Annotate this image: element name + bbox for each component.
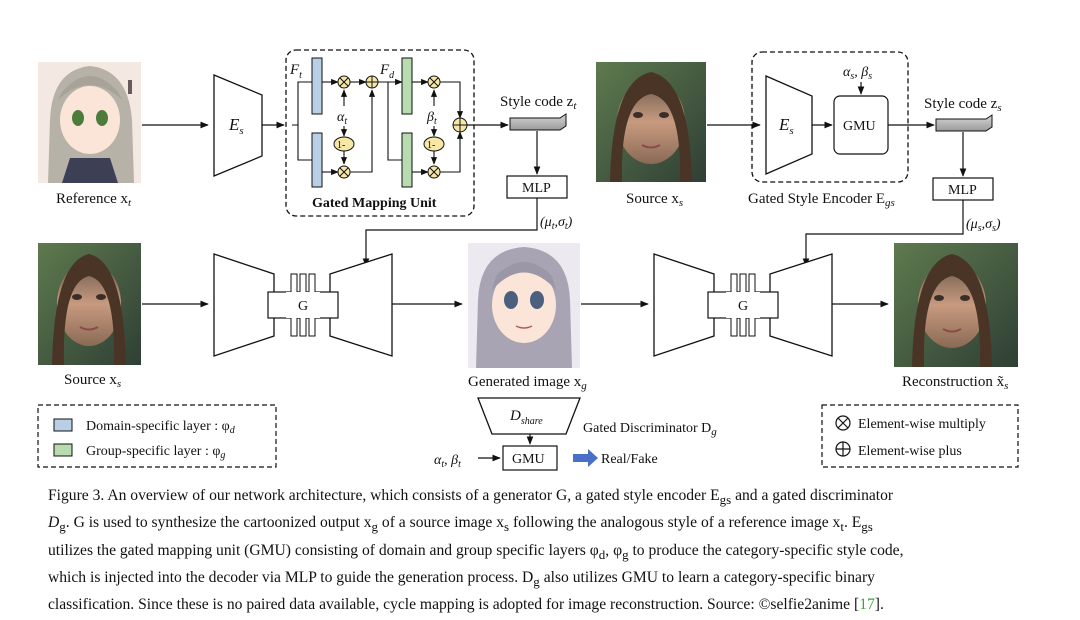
gse-title: Gated Style Encoder Egs: [748, 191, 895, 209]
mlp-s-label: MLP: [948, 183, 977, 198]
style-code-s-label: Style code zs: [924, 96, 1002, 114]
wire-10: [440, 81, 464, 119]
multiply-x-4: [429, 167, 439, 177]
gmu-disc-box: [502, 445, 558, 471]
gmu-title: Gated Mapping Unit: [312, 196, 437, 211]
figure-caption: Figure 3. An overview of our network arc…: [48, 484, 1038, 616]
fd-label: Fd: [379, 62, 395, 81]
generator-g-1: [213, 253, 393, 357]
mlp-t-label: MLP: [522, 181, 551, 196]
gated-mapping-unit-box: [285, 49, 475, 217]
legend-domain-label: Domain-specific layer : φd: [86, 419, 236, 436]
alpha-beta-s-label: αs, βs: [843, 65, 872, 82]
legend-layers-box: [37, 404, 277, 468]
arrow-mlp-to-g2: [802, 200, 964, 267]
source-selfie-top: [596, 62, 706, 182]
domain-layer-top-1: [311, 57, 323, 115]
alpha-t-label: αt: [337, 110, 347, 127]
source-top-label: Source xs: [626, 191, 683, 209]
generated-label: Generated image xg: [468, 374, 587, 392]
source-selfie-bottom: [38, 243, 141, 365]
source-bottom-label: Source xs: [64, 372, 121, 390]
generated-anime-image: [468, 243, 580, 368]
legend-plus-sign: [836, 442, 850, 456]
arrow-mlp-to-g1: [362, 198, 538, 267]
citation-link[interactable]: 17: [859, 596, 875, 614]
one-minus-label-2: 1-: [427, 140, 435, 151]
mu-sigma-t-label: (μt,σt): [540, 215, 573, 232]
style-encoder-es-right: [765, 75, 813, 175]
reconstruction-selfie: [894, 243, 1018, 367]
legend-multiply-label: Element-wise multiply: [858, 417, 986, 432]
discriminator-dshare: [477, 397, 581, 435]
beta-t-label: βt: [426, 110, 437, 127]
g1-label: G: [298, 299, 308, 314]
gmu-input-split: [292, 81, 312, 126]
gmu-disc-label: GMU: [512, 452, 545, 467]
wire-11: [440, 131, 464, 173]
reference-label: Reference xt: [56, 191, 132, 209]
legend-group-swatch: [53, 443, 73, 457]
gated-disc-label: Gated Discriminator Dg: [583, 421, 717, 438]
gated-style-encoder-box: [751, 51, 909, 183]
es-left-label: Es: [228, 115, 244, 137]
plus-sign-2: [453, 118, 467, 132]
one-minus-label-1: 1-: [337, 140, 345, 151]
arrow-blue-icon: [573, 449, 598, 467]
gmu-s-label: GMU: [843, 119, 876, 134]
g2-label: G: [738, 299, 748, 314]
architecture-diagram: Reference xt Es Ft Fd αt 1- βt: [37, 49, 1019, 471]
multiply-x-2: [339, 167, 349, 177]
legend-group-label: Group-specific layer : φg: [86, 444, 225, 461]
wire-split-2: [386, 81, 402, 161]
group-layer-top-2: [401, 57, 413, 115]
legend-multiply-x: [837, 417, 849, 429]
legend-domain-swatch: [53, 418, 73, 432]
alpha-beta-t-label: αt, βt: [434, 453, 461, 470]
es-right-label: Es: [778, 115, 794, 137]
reconstruction-label: Reconstruction x̃s: [902, 374, 1008, 392]
caption-line-2: Dg. G is used to synthesize the cartooni…: [48, 514, 873, 535]
domain-layer-bottom-1: [311, 132, 323, 188]
legend-ops-box: [821, 404, 1019, 468]
caption-line-1: Figure 3. An overview of our network arc…: [48, 487, 894, 508]
style-code-t-label: Style code zt: [500, 94, 577, 112]
style-code-s-bar: [935, 114, 993, 132]
real-fake-label: Real/Fake: [601, 452, 658, 467]
ft-label: Ft: [289, 62, 302, 81]
group-layer-bottom-2: [401, 132, 413, 188]
caption-line-4: which is injected into the decoder via M…: [48, 568, 875, 590]
dshare-label: Dshare: [509, 408, 543, 427]
plus-sign-1: [366, 76, 378, 88]
multiply-x-1: [339, 77, 349, 87]
generator-g-2: [653, 253, 833, 357]
legend-plus-label: Element-wise plus: [858, 444, 962, 459]
mu-sigma-s-label: (μs,σs): [966, 217, 1001, 234]
reference-anime-image: [38, 62, 141, 183]
caption-line-5: classification. Since these is no paired…: [48, 596, 884, 614]
gmu-input-split-low: [297, 125, 312, 161]
multiply-x-3: [429, 77, 439, 87]
wire-6: [350, 89, 376, 173]
style-encoder-es-left: [213, 74, 263, 177]
caption-line-3: utilizes the gated mapping unit (GMU) co…: [48, 541, 904, 562]
style-code-t-bar: [509, 113, 567, 131]
